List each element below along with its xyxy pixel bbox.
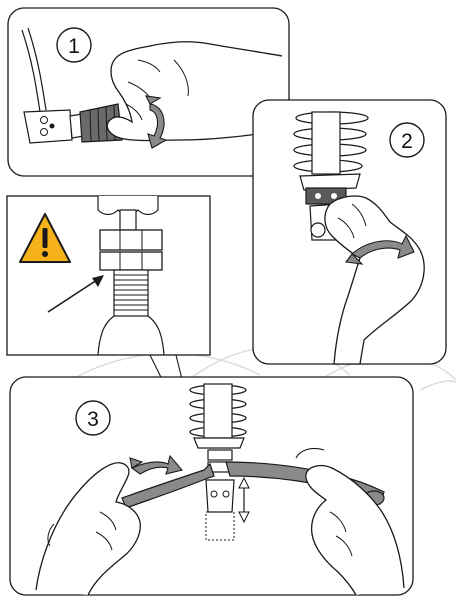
step-1-badge: 1 xyxy=(56,27,92,63)
up-down-arrow-icon xyxy=(238,476,250,524)
warning-triangle-icon xyxy=(19,213,71,263)
detail-callout xyxy=(6,195,211,429)
step-3-number: 3 xyxy=(87,408,99,431)
wrench-turn-arrow-icon xyxy=(130,454,183,475)
panel-step-2 xyxy=(252,99,447,365)
panel-step-3 xyxy=(9,376,414,596)
rotate-arrow-icon xyxy=(147,103,168,149)
step-2-badge: 2 xyxy=(389,122,425,158)
panel-step-1 xyxy=(7,7,290,177)
step-1-number: 1 xyxy=(68,35,80,58)
step-3-badge: 3 xyxy=(75,400,111,436)
step-2-number: 2 xyxy=(401,130,413,153)
turn-arrow-icon xyxy=(351,234,415,259)
